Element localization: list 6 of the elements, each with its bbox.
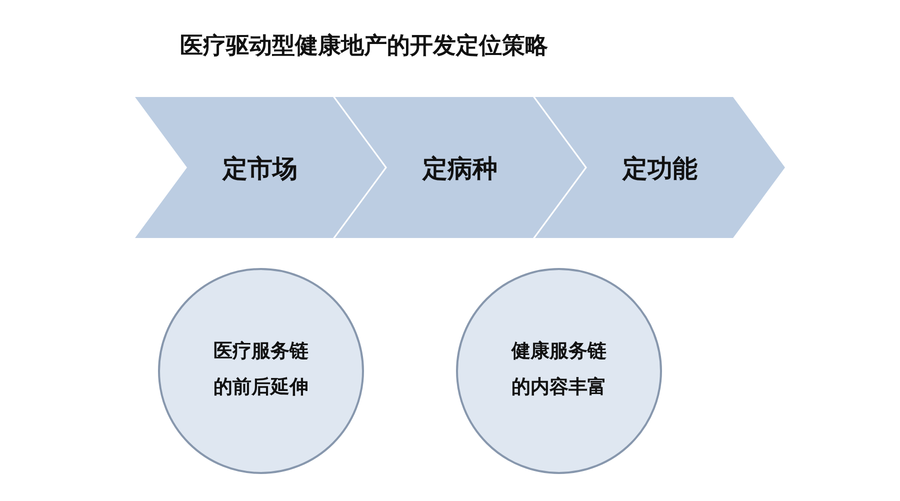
step-label: 定市场 xyxy=(221,153,298,185)
step-label: 定功能 xyxy=(621,153,698,185)
circle-label: 医疗服务链的前后延伸 xyxy=(212,339,310,400)
diagram-title: 医疗驱动型健康地产的开发定位策略 xyxy=(180,32,548,61)
circle-label: 健康服务链的内容丰富 xyxy=(510,339,608,400)
step-label: 定病种 xyxy=(421,153,498,185)
